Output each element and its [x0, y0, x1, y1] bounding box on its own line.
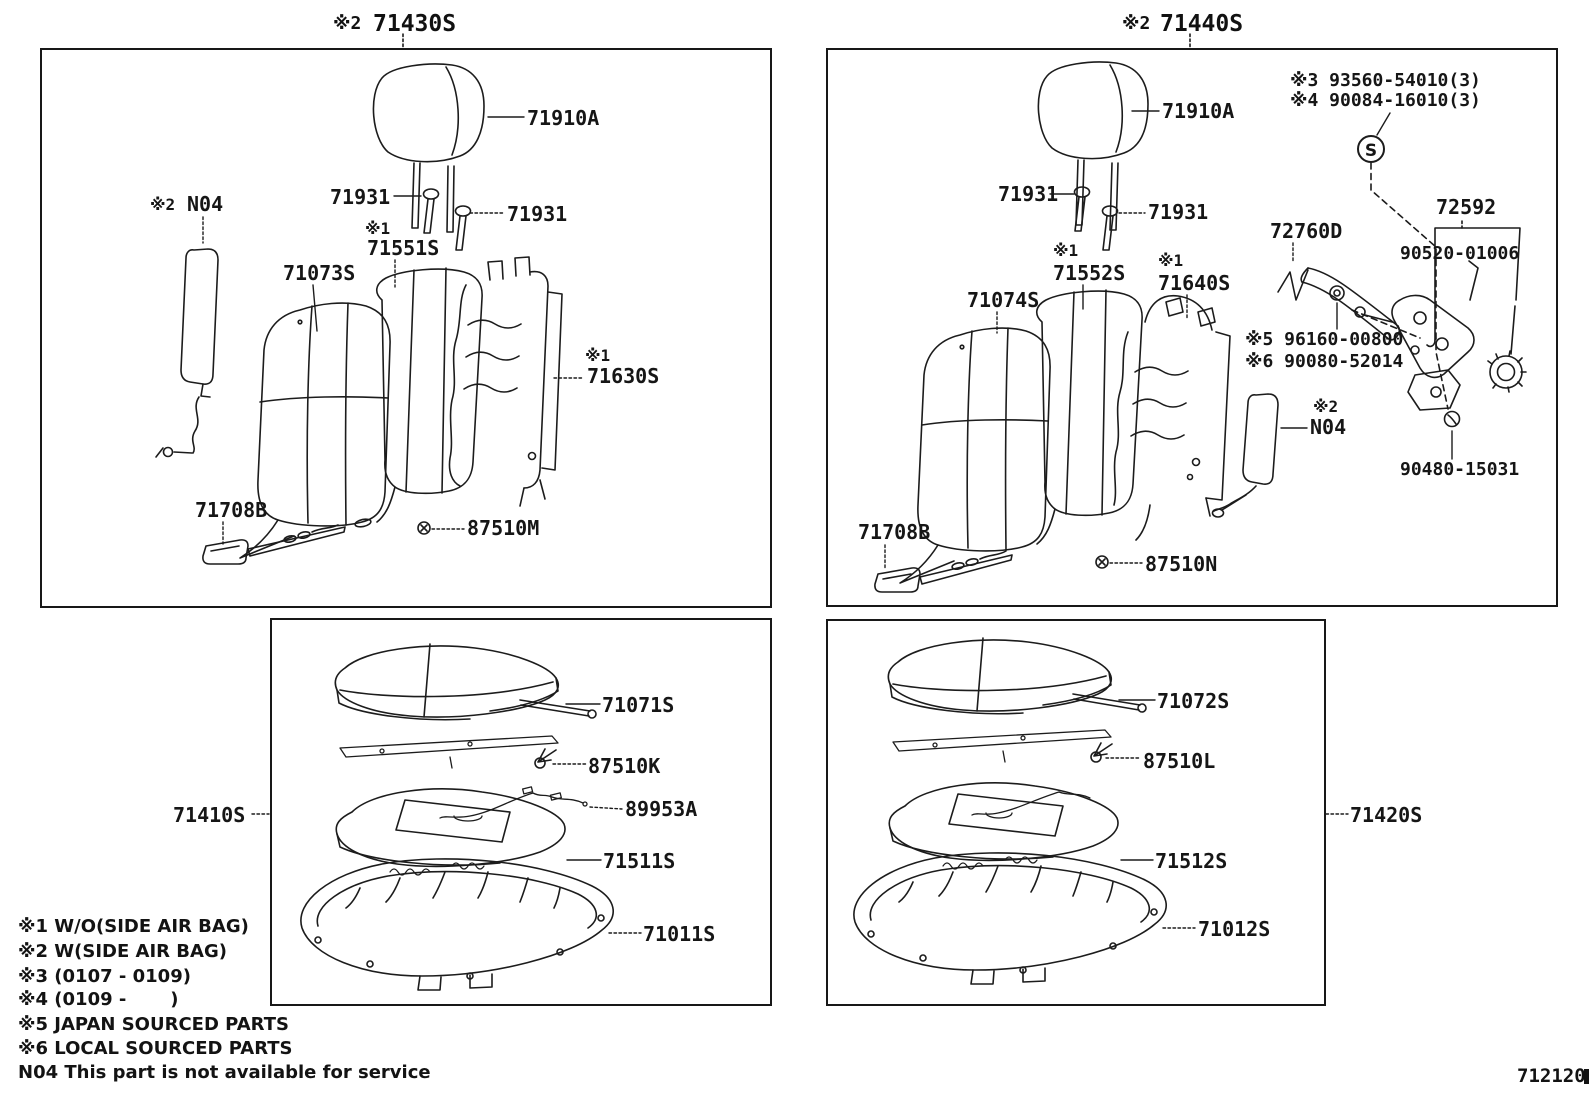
assembly-title-left-number: 71430S [373, 11, 457, 37]
part-label-heater: 89953A [625, 797, 698, 821]
part-label-cylinder: 90520-01006 [1400, 243, 1520, 264]
legend-note-6: ※6 LOCAL SOURCED PARTS [18, 1038, 293, 1059]
title-left-marker: ※2 [333, 13, 362, 34]
legend-note-3: ※3 (0107 - 0109) [18, 966, 191, 987]
panel-seat-back-right [826, 48, 1558, 607]
part-label-frame-left: 71630S [587, 364, 660, 388]
legend-note-5: ※5 JAPAN SOURCED PARTS [18, 1014, 289, 1035]
part-label-cushion-pad-right: 71512S [1155, 849, 1228, 873]
assembly-title-right-number: 71440S [1160, 11, 1244, 37]
note-label-90080: ※6 90080-52014 [1245, 351, 1404, 372]
part-label-pin-left-2: 71931 [998, 182, 1059, 206]
marker-pad-left: ※1 [365, 219, 391, 238]
part-label-recliner-handle: 72760D [1270, 219, 1343, 243]
part-label-pin-right-2: 71931 [1148, 200, 1209, 224]
part-label-cushion-cover-right: 71072S [1157, 689, 1230, 713]
part-label-pin-right-1: 71931 [507, 202, 568, 226]
part-label-n04-right: N04 [1310, 415, 1347, 439]
note-label-90084: ※4 90084-16010(3) [1290, 90, 1481, 111]
part-label-bolt-87510k: 87510K [588, 754, 661, 778]
legend-note-2: ※2 W(SIDE AIR BAG) [18, 941, 227, 962]
note-label-93560: ※3 93560-54010(3) [1290, 70, 1481, 91]
marker-frame-left: ※1 [585, 346, 611, 365]
panel-seat-back-left [40, 48, 772, 608]
part-label-headrest-right: 71910A [1162, 99, 1235, 123]
assembly-title-right: ※2 [1122, 15, 1150, 35]
part-label-cylinder-set: 72592 [1436, 195, 1497, 219]
part-label-spring-left: 71011S [643, 922, 716, 946]
part-label-pad-right: 71552S [1053, 261, 1126, 285]
part-label-belt-right: 71708B [858, 520, 931, 544]
part-label-n04-left: N04 [187, 192, 224, 216]
part-label-bolt-87510m: 87510M [467, 516, 540, 540]
drawing-code: 712120 [1517, 1065, 1586, 1087]
part-label-pin-left-1: 71931 [330, 185, 391, 209]
panel-seat-cushion-left [270, 618, 772, 1006]
part-label-cushion-assy-right: 71420S [1350, 803, 1423, 827]
note-label-96160: ※5 96160-00800 [1245, 329, 1404, 350]
part-label-belt-left: 71708B [195, 498, 268, 522]
marker-n04-right: ※2 [1313, 397, 1339, 416]
part-label-cushion-cover-left: 71071S [602, 693, 675, 717]
part-label-cushion-pad-left: 71511S [603, 849, 676, 873]
legend-note-n04: N04 This part is not available for servi… [18, 1062, 431, 1083]
part-label-screw-90480: 90480-15031 [1400, 459, 1520, 480]
marker-frame-right: ※1 [1158, 251, 1184, 270]
part-label-pad-left: 71551S [367, 236, 440, 260]
marker-n04-left: ※2 [150, 195, 176, 214]
title-right-marker: ※2 [1122, 13, 1151, 34]
part-label-cover-left: 71073S [283, 261, 356, 285]
part-label-headrest-left: 71910A [527, 106, 600, 130]
part-label-cushion-assy-left: 71410S [173, 803, 246, 827]
legend-note-4: ※4 (0109 - ) [18, 989, 179, 1010]
part-label-spring-right: 71012S [1198, 917, 1271, 941]
part-label-frame-right: 71640S [1158, 271, 1231, 295]
assembly-title-left: ※2 [333, 15, 361, 35]
part-label-cover-right: 71074S [967, 288, 1040, 312]
marker-pad-right: ※1 [1053, 241, 1079, 260]
part-label-bolt-87510n: 87510N [1145, 552, 1218, 576]
part-label-bolt-87510l: 87510L [1143, 749, 1216, 773]
panel-seat-cushion-right [826, 619, 1326, 1006]
legend-note-1: ※1 W/O(SIDE AIR BAG) [18, 916, 249, 937]
